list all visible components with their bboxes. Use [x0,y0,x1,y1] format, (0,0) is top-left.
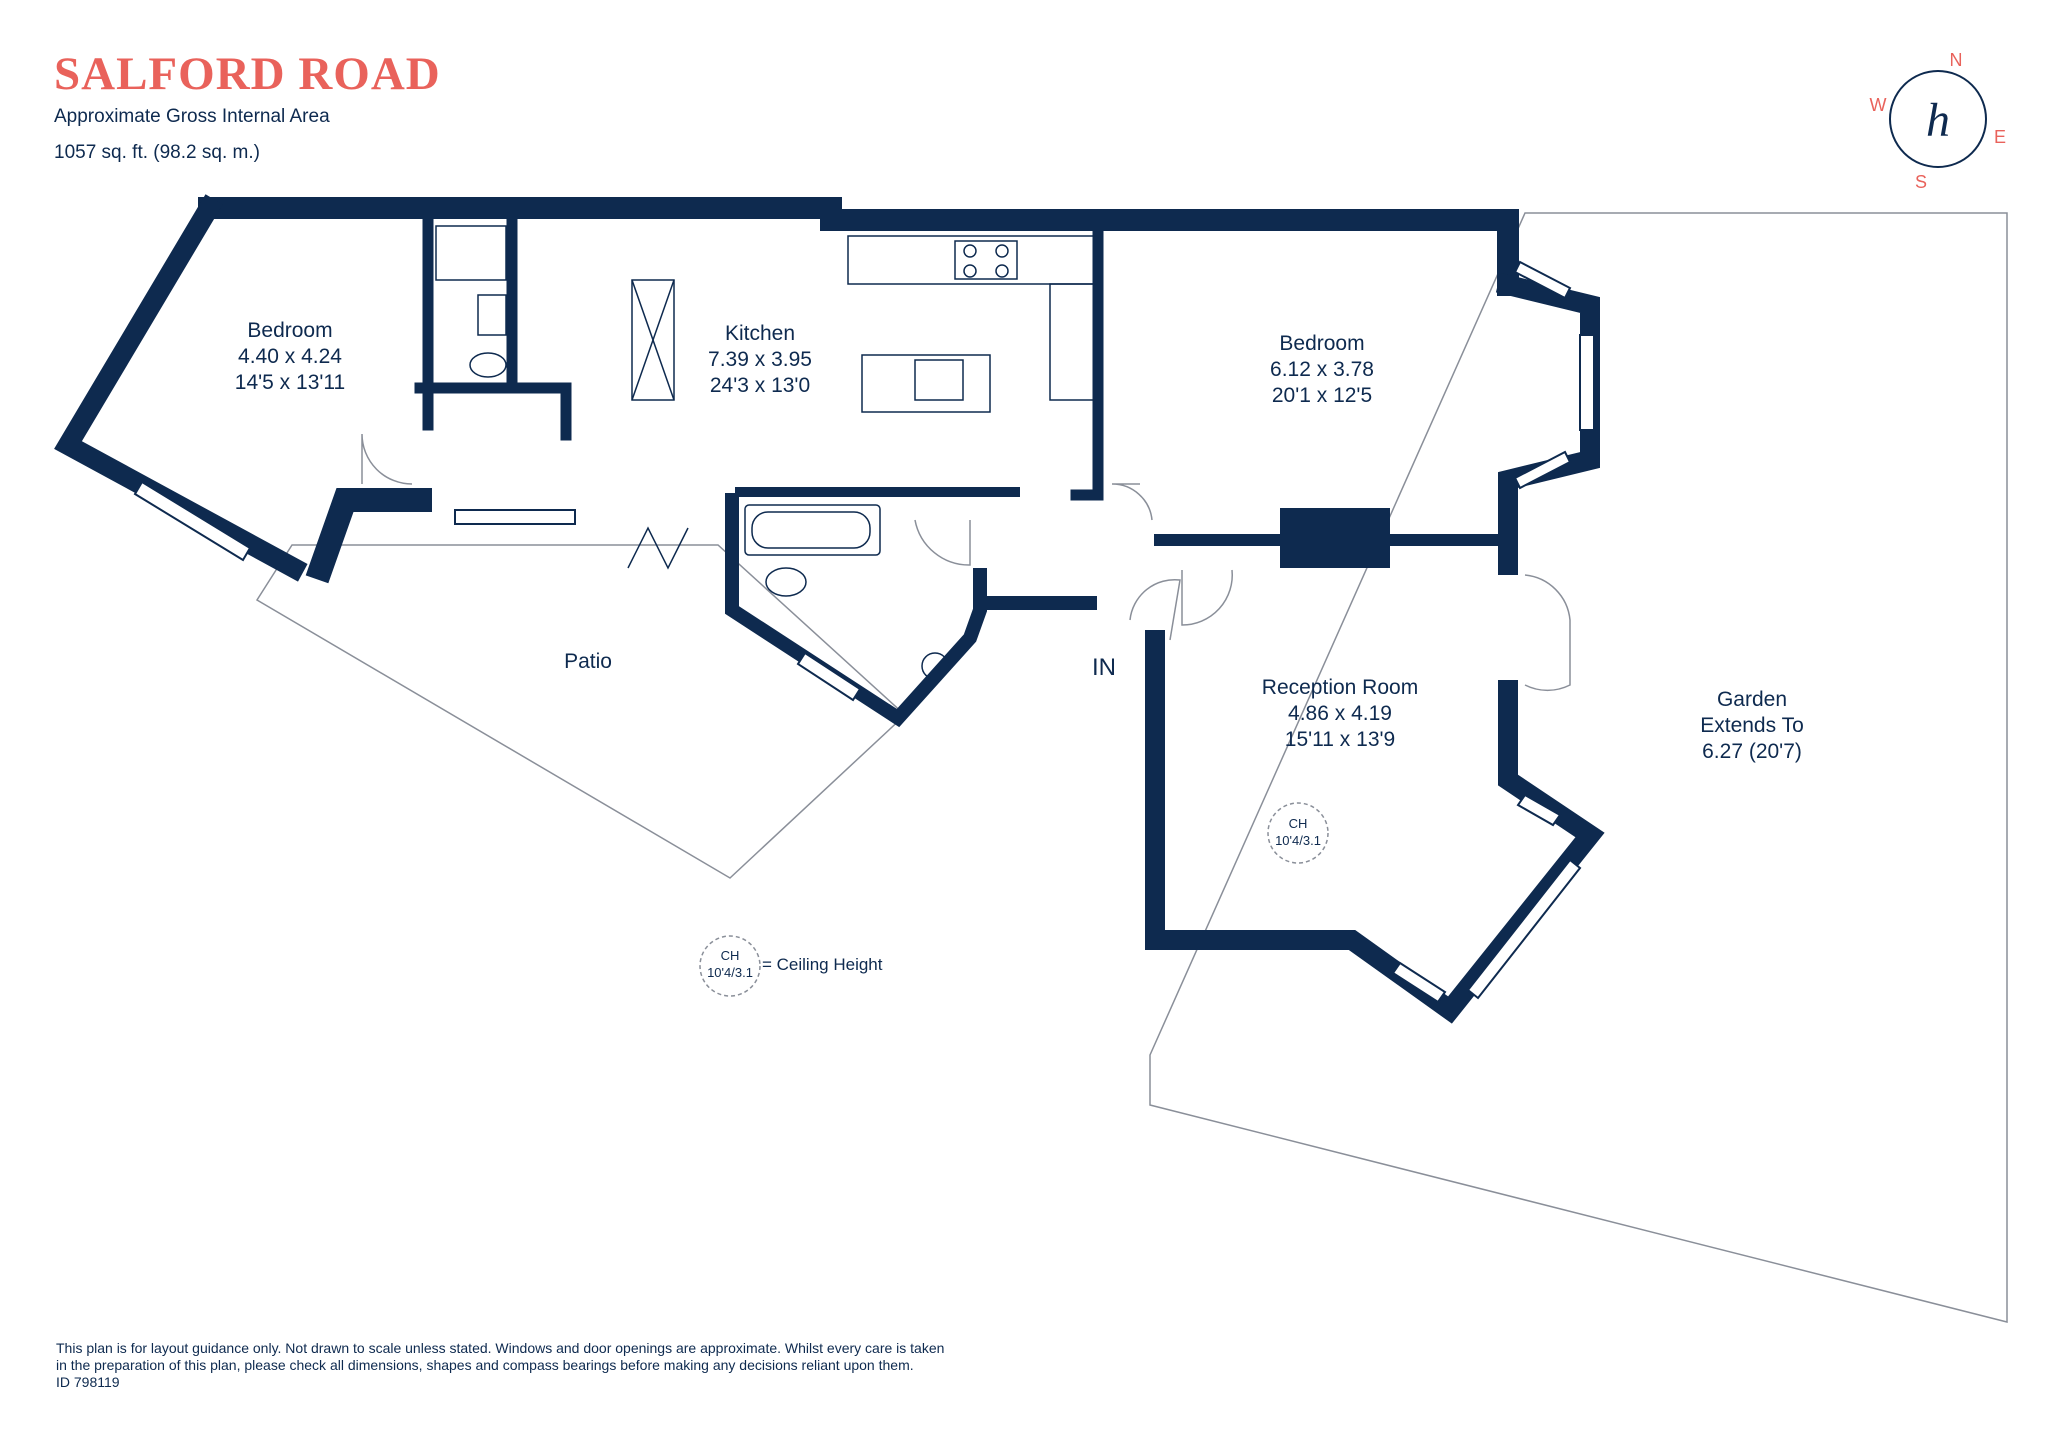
room-labels: Bedroom 4.40 x 4.24 14'5 x 13'11 Kitchen… [235,319,1804,763]
island [861,354,991,413]
plan-id: ID 798119 [56,1374,120,1390]
ceiling-legend-text: = Ceiling Height [762,955,883,974]
disclaimer: This plan is for layout guidance only. N… [56,1340,944,1391]
patio-name: Patio [564,650,612,673]
doors [361,433,1571,692]
garden-line1: Garden [1717,688,1787,711]
entrance-label: IN [1092,654,1116,681]
skylight [631,279,675,401]
compass-s: S [1915,172,1927,192]
kitchen-metric: 7.39 x 3.95 [708,348,812,371]
toilet-bath [765,567,807,597]
basin-bed1 [477,294,507,336]
reception-metric: 4.86 x 4.19 [1288,702,1392,725]
bedroom2-name: Bedroom [1279,332,1364,355]
ceiling-legend-value: 10'4/3.1 [707,965,753,980]
kitchen-imperial: 24'3 x 13'0 [710,374,810,397]
compass-e: E [1994,127,2006,147]
kitchen-name: Kitchen [725,322,795,345]
bedroom1-metric: 4.40 x 4.24 [238,345,342,368]
ceiling-value-reception: 10'4/3.1 [1275,833,1321,848]
shower-tray [435,225,507,281]
reception-name: Reception Room [1262,676,1418,699]
bathtub [744,504,881,556]
compass: h N E S W [1870,50,2007,192]
bifold-door [627,526,689,570]
disclaimer-line2: in the preparation of this plan, please … [56,1357,914,1373]
ceiling-badge-reception: CH [1289,816,1308,831]
walls [54,194,1605,1024]
disclaimer-line1: This plan is for layout guidance only. N… [56,1340,945,1356]
ceiling-marker-reception: CH 10'4/3.1 [1267,802,1329,864]
ceiling-legend: CH 10'4/3.1 = Ceiling Height [699,935,883,997]
toilet-bed1 [469,352,507,378]
garden-line2: Extends To [1700,714,1804,737]
bedroom1-name: Bedroom [247,319,332,342]
compass-logo: h [1926,94,1950,147]
garden-line3: 6.27 (20'7) [1702,740,1802,763]
sink [914,359,964,401]
bedroom2-metric: 6.12 x 3.78 [1270,358,1374,381]
windows [133,260,1595,1004]
plan-header: SALFORD ROAD Approximate Gross Internal … [54,48,441,166]
ceiling-legend-badge: CH [721,948,740,963]
garden-outline [1149,212,2008,1323]
compass-ring [1889,70,1987,168]
basin-bath [921,652,949,680]
gross-area: 1057 sq. ft. (98.2 sq. m.) [54,142,260,163]
kitchen-counter [847,235,1099,285]
bedroom2-imperial: 20'1 x 12'5 [1272,384,1372,407]
kitchen-side-counter [1049,283,1099,401]
patio-outline [255,544,907,879]
area-subtitle: Approximate Gross Internal Area [54,106,330,127]
property-title: SALFORD ROAD [54,48,441,100]
reception-imperial: 15'11 x 13'9 [1285,728,1395,751]
compass-n: N [1950,50,1963,70]
compass-w: W [1870,95,1887,115]
fixtures [435,225,1099,680]
bedroom1-imperial: 14'5 x 13'11 [235,371,345,394]
hob [954,240,1018,280]
